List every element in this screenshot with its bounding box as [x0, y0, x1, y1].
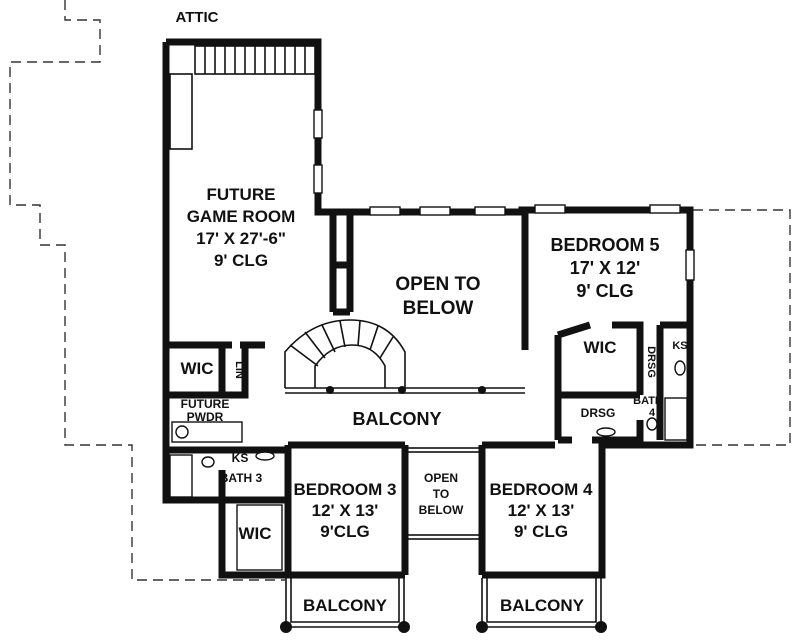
details — [169, 45, 695, 571]
label-open-below-1: OPEN TO — [395, 274, 480, 295]
label-wic-left: WIC — [180, 359, 213, 378]
bottom-balconies — [285, 578, 602, 628]
label-bedroom4-1: BEDROOM 4 — [490, 480, 594, 499]
label-bedroom5-2: 17' X 12' — [570, 258, 641, 278]
label-ks-left: KS — [232, 451, 249, 465]
label-bath4-1: BATH — [633, 395, 663, 407]
label-bath4-2: 4 — [649, 407, 656, 419]
room-labels: ATTIC FUTURE GAME ROOM 17' X 27'-6" 9' C… — [175, 9, 687, 615]
label-bedroom3-2: 12' X 13' — [312, 501, 379, 520]
label-balcony-left: BALCONY — [303, 596, 388, 615]
label-lin: LIN — [233, 361, 245, 379]
stair-treads — [204, 46, 306, 74]
label-bedroom5-3: 9' CLG — [576, 281, 633, 301]
label-game-room-3: 17' X 27'-6" — [196, 229, 286, 248]
label-attic: ATTIC — [175, 9, 218, 26]
label-drsg-vertical: DRSG — [645, 346, 657, 378]
label-open-below-2: BELOW — [403, 298, 474, 319]
label-balcony-right: BALCONY — [500, 596, 585, 615]
label-bedroom3-3: 9'CLG — [320, 522, 369, 541]
label-pwdr-2: PWDR — [187, 410, 224, 424]
label-open-small-2: TO — [433, 487, 449, 501]
label-open-small-1: OPEN — [424, 471, 458, 485]
label-wic-right: WIC — [583, 338, 616, 357]
label-bedroom5-1: BEDROOM 5 — [550, 235, 659, 255]
label-bedroom4-3: 9' CLG — [514, 522, 568, 541]
label-bedroom4-2: 12' X 13' — [508, 501, 575, 520]
label-game-room-1: FUTURE — [207, 185, 276, 204]
roof-outline — [9, 0, 791, 581]
label-game-room-4: 9' CLG — [214, 251, 268, 270]
label-bath3: BATH 3 — [220, 471, 263, 485]
label-wic-bottom: WIC — [238, 524, 271, 543]
label-drsg-right: DRSG — [581, 406, 616, 420]
label-open-small-3: BELOW — [419, 503, 464, 517]
label-pwdr-1: FUTURE — [181, 397, 230, 411]
label-game-room-2: GAME ROOM — [187, 207, 296, 226]
label-balcony-main: BALCONY — [353, 409, 442, 429]
label-ks-right: KS — [672, 340, 687, 352]
label-bedroom3-1: BEDROOM 3 — [294, 480, 397, 499]
interior-walls — [166, 212, 690, 504]
